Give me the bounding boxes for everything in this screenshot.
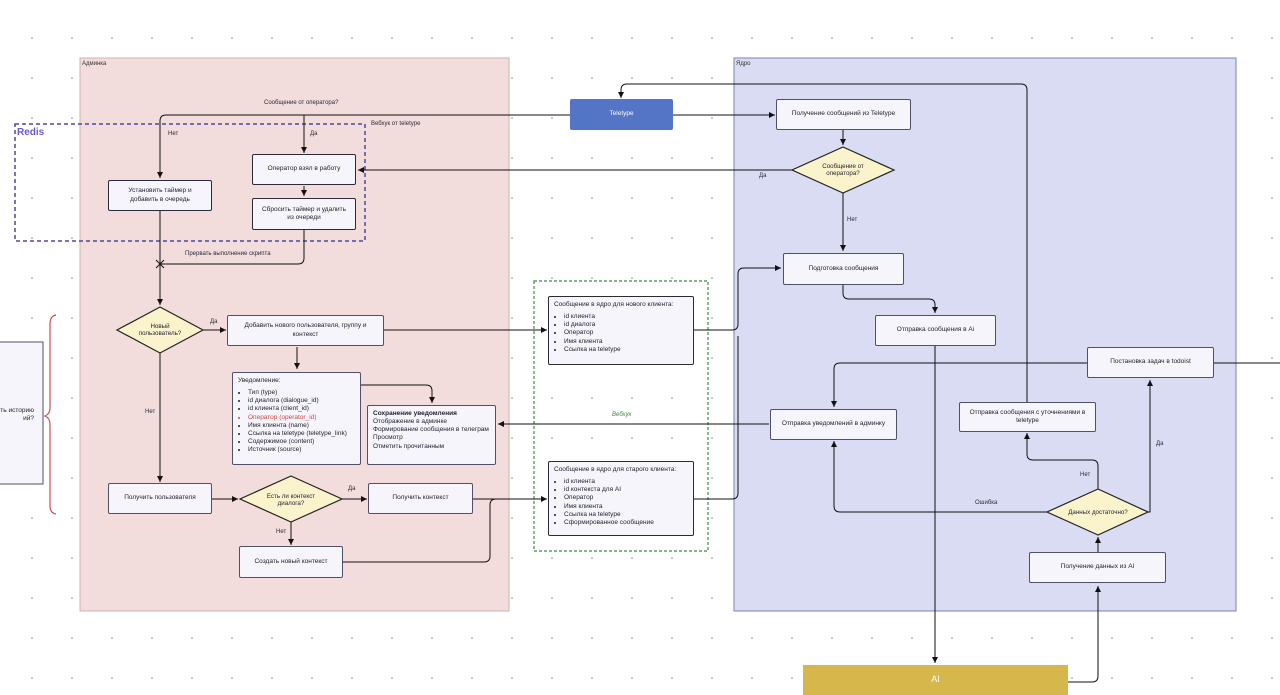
label-operator-msg: Сообщение от оператора? — [264, 100, 339, 106]
admin-lane-label: Админка — [82, 61, 107, 67]
label-yes-enough: Да — [1156, 441, 1164, 447]
edge-prepare-sendai — [842, 285, 938, 313]
left-panel-line: ий? — [23, 415, 34, 423]
new-client-message-node[interactable]: Сообщение в ядро для нового клиента: id … — [548, 296, 694, 365]
edge-enough-yes-todoist — [1147, 380, 1153, 513]
save-line: Отображение в админке — [373, 418, 448, 426]
dialog-context-text: Есть ли контекст диалога? — [266, 492, 316, 507]
label-interrupt: Прервать выполнение скрипта — [185, 251, 271, 257]
edge-newmsg-prepare — [694, 265, 781, 331]
receive-messages-node[interactable]: Получение сообщений из Teletype — [776, 99, 911, 130]
edge-create-oldmsg — [343, 498, 497, 563]
list-item: Тип (type) — [248, 389, 355, 397]
left-panel-text: ть историю ий? — [0, 407, 34, 424]
get-context-node[interactable]: Получить контекст — [368, 483, 473, 514]
list-item: Оператор (operator_id) — [248, 414, 355, 422]
label-yes-ctx: Да — [348, 486, 356, 492]
edge-notification-save — [361, 384, 435, 403]
list-item: id диалога — [564, 321, 688, 329]
list-item: Имя клиента (name) — [248, 422, 355, 430]
send-to-ai-node[interactable]: Отправка сообщения в Ai — [875, 315, 996, 346]
list-item: Сформированное сообщение — [564, 519, 688, 527]
label-yes-newuser: Да — [210, 319, 218, 325]
edge-todoist-notify — [831, 362, 1087, 407]
notification-title: Уведомление: — [238, 377, 281, 384]
label-error: Ошибка — [975, 500, 998, 506]
save-notification-node[interactable]: Сохранение уведомления Отображение в адм… — [367, 405, 496, 465]
old-client-message-node[interactable]: Сообщение в ядро для старого клиента: id… — [548, 461, 694, 536]
prepare-message-node[interactable]: Подготовка сообщения — [783, 253, 904, 285]
label-yes-operator: Да — [310, 131, 318, 137]
operator-msg-core-text: Сообщение от оператора? — [822, 162, 864, 177]
edge-reset-interrupt — [160, 230, 305, 265]
reset-timer-node[interactable]: Сбросить таймер и удалить из очереди — [252, 198, 356, 230]
add-new-user-node[interactable]: Добавить нового пользователя, группу и к… — [227, 315, 384, 346]
list-item: Ссылка на teletype — [564, 346, 688, 354]
new-user-text: Новый пользователь? — [138, 322, 182, 337]
label-no-ctx: Нет — [276, 529, 287, 535]
enough-data-text: Данных достаточно? — [1068, 509, 1128, 517]
left-partial-panel — [0, 341, 44, 485]
edge-oldmsg-prepare — [694, 336, 739, 500]
webhook-messages-frame — [533, 280, 709, 552]
list-item: Имя клиента — [564, 338, 688, 346]
list-item: Имя клиента — [564, 503, 688, 511]
label-webhook: Вебхук — [612, 412, 632, 418]
notification-node[interactable]: Уведомление: Тип (type) id диалога (dial… — [232, 372, 361, 465]
label-no-core: Нет — [847, 217, 858, 223]
operator-took-node[interactable]: Оператор взял в работу — [252, 154, 356, 185]
diamond-enough-data — [1045, 488, 1150, 536]
ai-node[interactable]: AI — [803, 665, 1068, 695]
list-item: id клиента — [564, 478, 688, 486]
notify-admin-node[interactable]: Отправка уведомлений в админку — [770, 409, 897, 440]
set-timer-node[interactable]: Установить таймер и добавить в очередь — [108, 180, 212, 211]
edge-clarify-teletype — [618, 83, 1028, 402]
edge-enough-error-notify — [831, 441, 1047, 513]
redis-label: Redis — [17, 127, 45, 138]
edge-ai-getdata — [1068, 586, 1101, 683]
list-item: Оператор — [564, 329, 688, 337]
old-client-list: id клиента id контекста для AI Оператор … — [554, 478, 688, 527]
new-client-list: id клиента id диалога Оператор Имя клиен… — [554, 313, 688, 354]
notification-list: Тип (type) id диалога (dialogue_id) id к… — [238, 389, 355, 454]
list-item: Источник (source) — [248, 446, 355, 454]
list-item: Содержимое (content) — [248, 438, 355, 446]
get-ai-data-node[interactable]: Получение данных из AI — [1029, 552, 1166, 583]
label-no-newuser: Нет — [145, 409, 156, 415]
edge-enough-no-clarify — [1024, 433, 1099, 489]
save-notification-title: Сохранение уведомления — [373, 410, 457, 417]
label-yes-core: Да — [759, 173, 767, 179]
edge-teletype-admin — [157, 114, 570, 178]
interrupt-junction — [155, 259, 165, 269]
create-context-node[interactable]: Создать новый контекст — [239, 546, 343, 578]
old-client-title: Сообщение в ядро для старого клиента: — [554, 466, 677, 473]
list-item: id диалога (dialogue_id) — [248, 397, 355, 405]
get-user-node[interactable]: Получить пользователя — [108, 483, 212, 514]
todoist-task-node[interactable]: Постановка задач в todoist — [1087, 347, 1214, 378]
core-lane-label: Ядро — [736, 61, 751, 67]
label-no-enough: Нет — [1080, 472, 1091, 478]
list-item: Ссылка на teletype — [564, 511, 688, 519]
list-item: id клиента — [564, 313, 688, 321]
left-panel-line: ть историю — [0, 407, 34, 414]
redis-frame — [14, 123, 366, 242]
teletype-node[interactable]: Teletype — [570, 99, 673, 130]
new-client-title: Сообщение в ядро для нового клиента: — [554, 301, 674, 308]
save-line: Отметить прочитанным — [373, 442, 445, 450]
label-webhook-teletype: Вебхук от teletype — [371, 121, 421, 127]
save-line: Просмотр — [373, 434, 403, 442]
list-item: Оператор — [564, 494, 688, 502]
label-no-settimer: Нет — [168, 131, 179, 137]
list-item: Ссылка на teletype (teletype_link) — [248, 430, 355, 438]
left-brace — [43, 314, 57, 515]
list-item: id контекста для AI — [564, 486, 688, 494]
list-item: id клиента (client_id) — [248, 405, 355, 413]
save-line: Формирование сообщения в телеграм — [373, 426, 489, 434]
send-clarification-node[interactable]: Отправка сообщения с уточнениями в telet… — [959, 402, 1096, 432]
